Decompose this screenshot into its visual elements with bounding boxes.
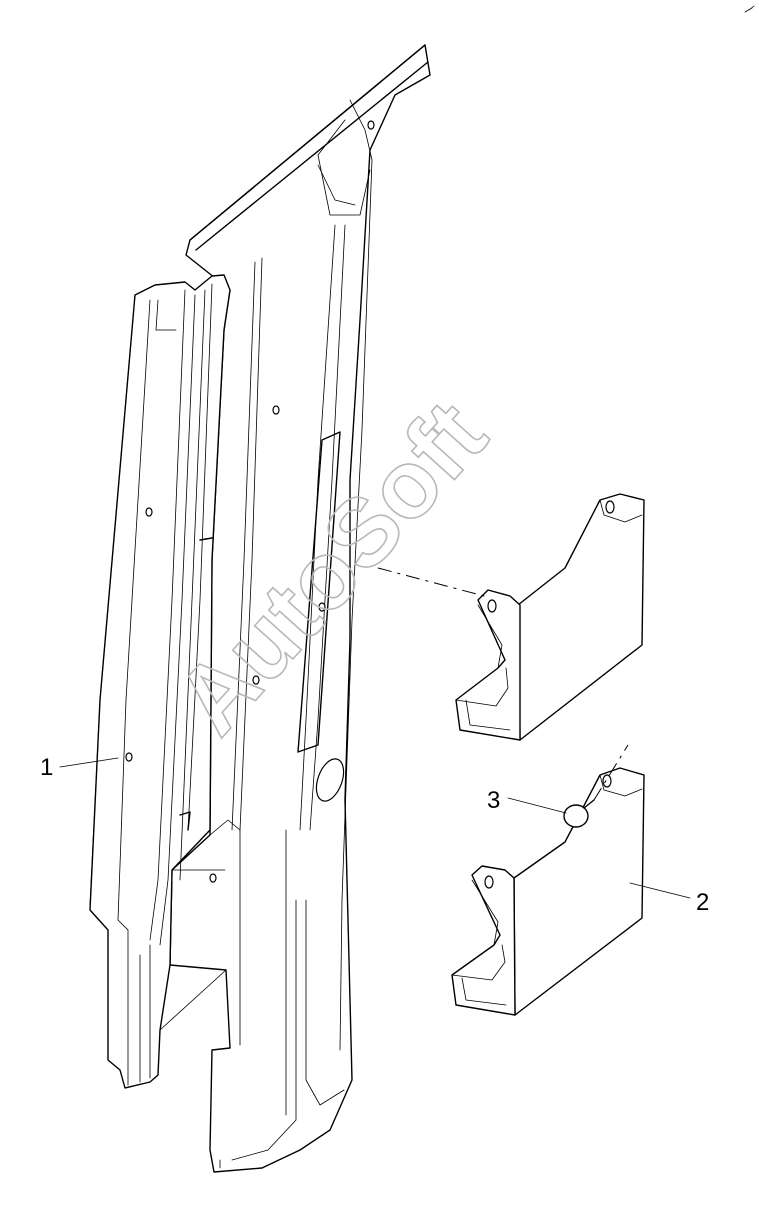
upper-bracket [455,493,645,741]
pillar-front-flange [89,274,231,1089]
leader-line-3 [507,797,567,814]
assembly-centerlines [377,567,629,801]
leader-line-2 [629,882,691,899]
lower-bracket [451,767,645,1016]
callout-3: 3 [487,787,500,814]
leader-lines [59,757,691,899]
pillar-trim-panel [159,44,431,1173]
corner-mark [744,5,755,13]
leader-line-1 [59,757,119,768]
clip [563,799,595,828]
callout-2: 2 [696,889,709,916]
callout-1: 1 [40,754,53,781]
